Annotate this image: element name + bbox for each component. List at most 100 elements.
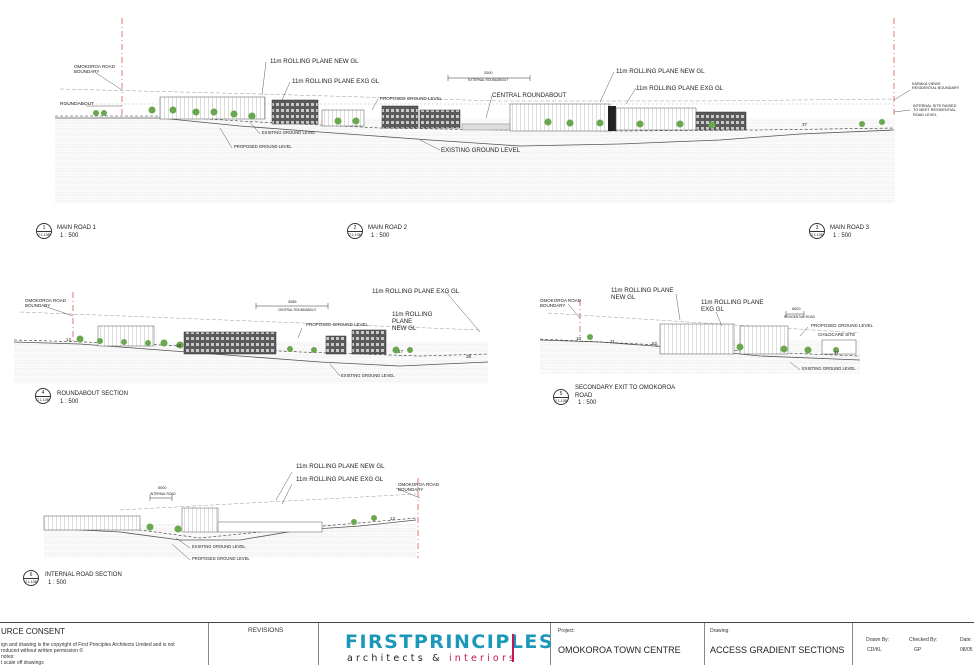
project-name: OMOKOROA TOWN CENTRE	[558, 645, 681, 655]
company-logo-tagline: architects & interiors	[347, 653, 518, 664]
s5-gradient-17: 17	[834, 350, 840, 355]
section-1-building	[159, 96, 266, 120]
s1-central-roundabout-label: CENTRAL ROUNDABOUT	[492, 92, 567, 99]
section-1-drawing	[55, 61, 911, 204]
title-block-logo-cell: FIRSTPRINCIPLES architects & interiors	[318, 623, 555, 665]
section-4-drawing	[13, 291, 489, 384]
section-1-building	[695, 111, 747, 131]
s5-omokoroa-boundary-label: OMOKOROA ROAD BOUNDARY	[540, 298, 582, 309]
logo-divider	[512, 634, 514, 662]
s4-existing-ground-label: EXISTING GROUND LEVEL	[341, 373, 395, 378]
s4-gradient-38: 38	[466, 354, 472, 359]
s5-gradient-52: 52	[652, 341, 658, 346]
s6-omokoroa-boundary-label: OMOKOROA ROAD BOUNDARY	[398, 482, 440, 493]
s3-rolling-plane-exg-label: 11m ROLLING PLANE EXG GL	[636, 85, 724, 92]
s4-gradient-16: 16	[176, 343, 182, 348]
notes-text: t scale off drawings	[1, 660, 44, 666]
s4-gradient-17: 17	[398, 349, 404, 354]
title-block-revisions-cell: REVISIONS	[208, 623, 319, 665]
s5-gradient-10: 10	[576, 336, 582, 341]
title-block-project-cell: Project: OMOKOROA TOWN CENTRE	[550, 623, 705, 665]
s6-dim-value: 5000	[158, 486, 167, 490]
s4-dim-label: CENTRAL ROUNDABOUT	[278, 308, 317, 312]
s1-rolling-plane-new-label: 11m ROLLING PLANE NEW GL	[270, 58, 359, 65]
section-1-building	[608, 106, 616, 131]
s6-dim-label: INTERNAL ROAD	[150, 492, 176, 496]
s5-proposed-ground-label: PROPOSED GROUND LEVEL	[811, 323, 874, 328]
title-block-drawing-cell: Drawing: ACCESS GRADIENT SECTIONS	[704, 623, 853, 665]
s5-gradient-21: 21	[610, 339, 616, 344]
s1-omokoroa-boundary-label: OMOKOROA ROAD BOUNDARY	[74, 64, 116, 75]
section-1-building	[615, 107, 697, 131]
title-block: URCE CONSENT ign and drawing is the copy…	[0, 622, 974, 666]
s1-dim-label: EXTERNAL ROUNDABOUT	[468, 78, 509, 82]
section-6-drawing	[43, 471, 421, 561]
consent-title: URCE CONSENT	[1, 627, 66, 636]
s6-rolling-plane-exg-label: 11m ROLLING PLANE EXG GL	[296, 476, 384, 483]
s4-dim-value: 3085	[288, 300, 297, 304]
section-1-building	[509, 103, 611, 132]
s5-dim-value: 6000	[792, 307, 801, 311]
s5-childcare-label: CHILDCARE SITE	[818, 332, 856, 337]
checked-by-label: Checked By:	[909, 637, 938, 643]
company-logo-wordmark: FIRSTPRINCIPLES	[345, 631, 555, 653]
s6-existing-ground-label: EXISTING GROUND LEVEL	[192, 544, 246, 549]
s4-omokoroa-boundary-label: OMOKOROA ROAD BOUNDARY	[25, 298, 67, 309]
s5-existing-ground-label: EXISTING GROUND LEVEL	[802, 366, 856, 371]
section-1-ground-hatch	[55, 118, 895, 204]
date-value: 08/05	[960, 647, 973, 653]
section-1-building	[381, 105, 419, 129]
s1-proposed-ground-label: PROPOSED GROUND LEVEL	[234, 144, 292, 149]
section-1-existing-ground	[55, 117, 895, 147]
s1-proposed-ground-top-label: PROPOSED GROUND LEVEL	[380, 96, 443, 101]
date-label: Date:	[960, 637, 972, 643]
section-5-drawing	[539, 293, 861, 374]
section-1-building	[419, 109, 461, 129]
s4-rolling-plane-exg-label: 11m ROLLING PLANE EXG GL	[372, 288, 460, 295]
s4-rolling-plane-new-label: 11m ROLLING PLANE NEW GL	[392, 311, 433, 333]
s3-karaka-boundary-label: KARAKA VIEWS RESIDENTIAL BOUNDARY	[912, 82, 960, 91]
title-block-meta-cell: Drawn By: CD/KL Checked By: GP Date: 08/…	[852, 623, 974, 665]
s1-rolling-plane-exg-label: 11m ROLLING PLANE EXG GL	[292, 78, 380, 85]
section-1-trees	[93, 106, 885, 129]
s1-roundabout-label: ROUNDABOUT	[60, 102, 95, 107]
notes-label: notes:	[1, 654, 15, 660]
copyright-line-2: roduced without written permission ©	[1, 648, 84, 654]
checked-by-value: GP	[914, 647, 922, 653]
drawing-label: Drawing:	[710, 628, 730, 634]
s5-rolling-plane-new-label: 11m ROLLING PLANE NEW GL	[611, 287, 674, 302]
s5-rolling-plane-exg-label: 11m ROLLING PLANE EXG GL	[701, 299, 764, 314]
copyright-line-1: ign and drawing is the copyright of Firs…	[1, 642, 175, 648]
s6-proposed-ground-label: PROPOSED GROUND LEVEL	[192, 556, 250, 561]
drawn-by-value: CD/KL	[867, 647, 882, 653]
title-block-consent-cell: URCE CONSENT ign and drawing is the copy…	[0, 623, 209, 666]
s6-gradient-12: 12	[390, 516, 396, 521]
s4-gradient-13: 13	[66, 337, 72, 342]
section-1-building	[271, 99, 319, 125]
section-1-rolling-plane	[59, 88, 895, 102]
s1-existing-ground-label: EXISTING GROUND LEVEL	[262, 130, 316, 135]
s1-dim-value: 2000	[484, 71, 493, 75]
drawn-by-label: Drawn By:	[866, 637, 890, 643]
s6-rolling-plane-new-label: 11m ROLLING PLANE NEW GL	[296, 463, 385, 470]
s4-proposed-ground-label: PROPOSED GROUND LEVEL	[306, 322, 369, 327]
s1-existing-ground-main-label: EXISTING GROUND LEVEL	[441, 147, 521, 154]
project-label: Project:	[558, 628, 575, 634]
s3-rolling-plane-new-label: 11m ROLLING PLANE NEW GL	[616, 68, 705, 75]
s3-internal-site-label: INTERNAL SITE RAISED TO MEET RESIDENTIAL…	[913, 104, 957, 117]
s5-dim-label: RESIDENTIAL ROAD	[784, 315, 815, 319]
s3-gradient-label: 37	[802, 122, 808, 127]
